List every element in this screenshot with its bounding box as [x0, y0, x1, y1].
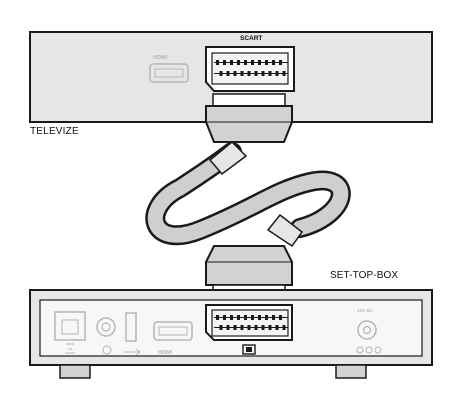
tv-hdmi-label: HDMI [153, 55, 168, 61]
tv-icon [242, 344, 256, 355]
tv-scart-label: SCART [240, 35, 263, 42]
audio-jack-icon [96, 317, 116, 355]
scart-cable [145, 93, 351, 301]
stb-hdmi-label: HDMI [158, 350, 173, 356]
stb-label: SET-TOP-BOX [330, 270, 399, 281]
stb-scart-port-icon [205, 304, 293, 341]
cable-strain-relief-bottom [266, 213, 304, 248]
tv-hdmi-port-icon [149, 63, 189, 83]
cable-strain-relief-top [208, 140, 248, 176]
usb-port-icon [124, 312, 141, 356]
stb-foot-right [335, 364, 367, 379]
stb-foot-left [59, 364, 91, 379]
power-jack-icon [356, 320, 382, 354]
stb-scart-pins [214, 315, 288, 330]
cable-loop [147, 144, 349, 243]
tv-scart-port-icon [205, 46, 295, 92]
ethernet-port-icon [54, 311, 86, 354]
stb-power-label: 12V DC [357, 308, 373, 313]
scart-plug-tv [205, 93, 293, 143]
tv-scart-pins [214, 60, 288, 76]
tv-label: TELEVIZE [30, 126, 79, 137]
stb-hdmi-port-icon [153, 321, 193, 341]
